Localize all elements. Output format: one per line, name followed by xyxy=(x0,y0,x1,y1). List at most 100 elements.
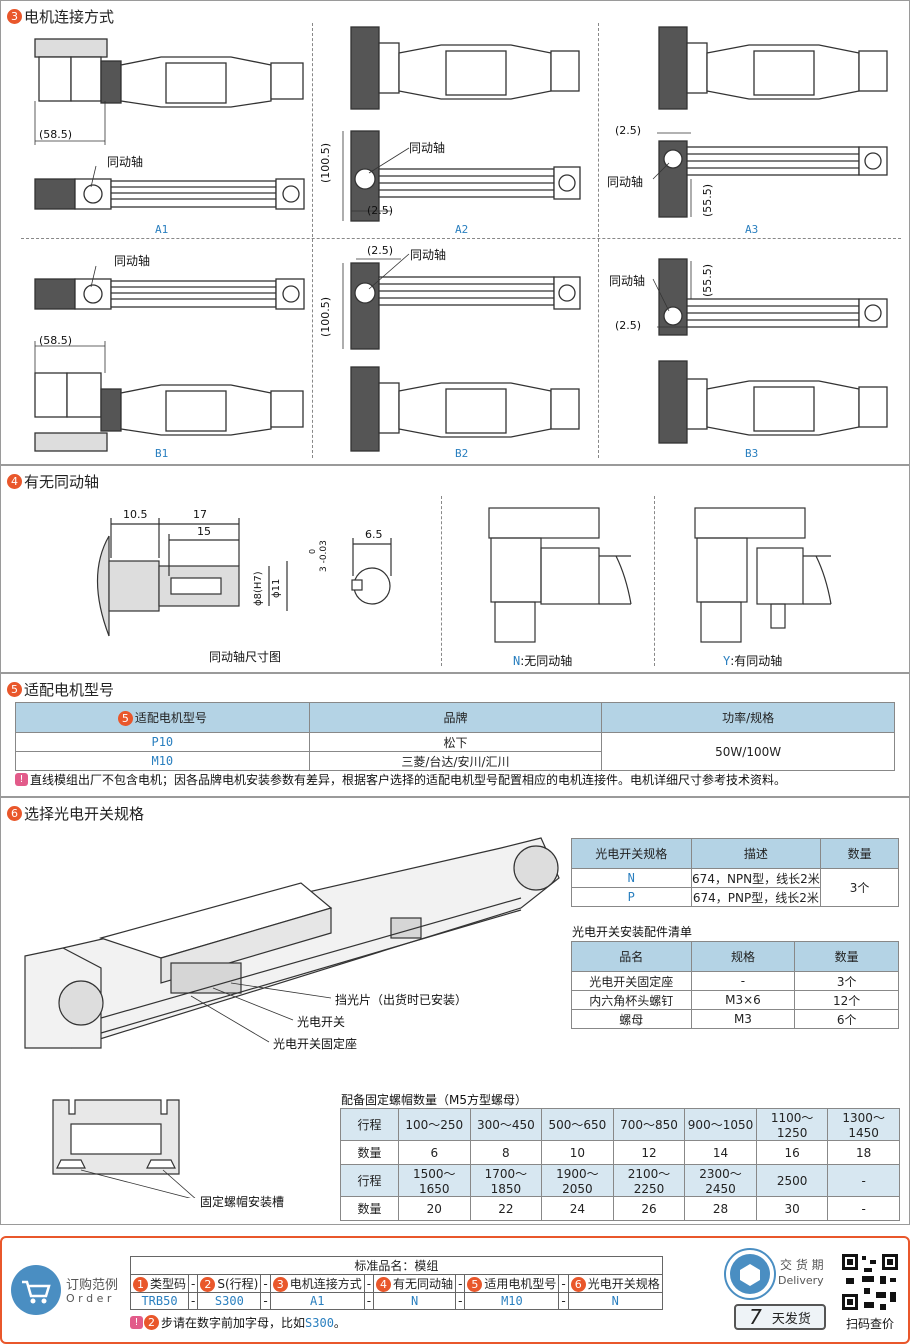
dim-55-5-b3: (55.5) xyxy=(701,263,714,297)
step-number-badge: 3 xyxy=(7,9,22,24)
sync-axis-b2: 同动轴 xyxy=(410,248,447,262)
sync-axis-drawings xyxy=(96,507,832,643)
order-title-cn: 订购范例 xyxy=(66,1278,119,1293)
divider xyxy=(598,23,599,458)
dim-6-5: 6.5 xyxy=(365,528,383,541)
delivery-en: Delivery xyxy=(778,1274,824,1287)
header-desc: 描述 xyxy=(690,838,822,869)
label-b1: B1 xyxy=(155,447,169,460)
section-photo-switch: 6 选择光电开关规格 xyxy=(0,797,910,1225)
step-number-badge: 5 xyxy=(7,682,22,697)
table-row: P10 松下 50W/100W xyxy=(15,732,895,771)
n-option-label: N:无同动轴 xyxy=(513,654,573,668)
divider xyxy=(654,496,655,666)
dim-55-5-a3: (55.5) xyxy=(701,183,714,217)
header-brand: 品牌 xyxy=(308,702,603,733)
delivery-cn: 交 货 期 xyxy=(780,1258,824,1272)
section-motor-connection: 3 电机连接方式 xyxy=(0,0,910,465)
dim-2-5-b3: (2.5) xyxy=(615,319,642,332)
dim-phi11: ϕ11 xyxy=(271,578,282,598)
label-b3: B3 xyxy=(745,447,759,460)
dim-2-5-a3: (2.5) xyxy=(615,124,642,137)
header-spec: 规格 xyxy=(690,941,796,972)
section-title: 6 选择光电开关规格 xyxy=(7,803,144,824)
cart-icon xyxy=(11,1265,61,1315)
section-title-text: 电机连接方式 xyxy=(24,8,115,26)
sync-axis-a3: 同动轴 xyxy=(607,175,644,189)
dim-10-5: 10.5 xyxy=(123,508,148,521)
section-title-text: 适配电机型号 xyxy=(24,681,115,699)
motor-connection-drawings xyxy=(34,26,888,452)
divider xyxy=(441,496,442,666)
order-value-row: TRB50 - S300 - A1 - N - M10 - N xyxy=(129,1292,663,1310)
delivery-box-icon xyxy=(724,1248,776,1300)
switch-spec-table: 光电开关规格 描述 数量 N 674，NPN型，线长2米 3个 P 674，PN… xyxy=(571,838,899,907)
y-option-label: Y:有同动轴 xyxy=(723,654,783,668)
dim-2-5-b2: (2.5) xyxy=(367,244,394,257)
spec-qty: 3个 xyxy=(820,868,899,907)
header-spec: 光电开关规格 xyxy=(571,838,692,869)
delivery-days: 7 xyxy=(749,1305,762,1329)
step-number-badge: 6 xyxy=(7,806,22,821)
dim-100-5-a2: (100.5) xyxy=(319,142,332,183)
dim-tolerance: 3 -0.03 xyxy=(319,540,329,572)
dim-tol0: 0 xyxy=(308,548,317,554)
dim-58-5-b1: (58.5) xyxy=(39,334,73,347)
table-row: 光电开关固定座-3个 xyxy=(571,971,899,991)
spec-code: N xyxy=(571,868,692,888)
model-cell: P10 xyxy=(15,732,310,752)
order-title-en: O r d e r xyxy=(66,1292,112,1305)
brand-cell: 松下 xyxy=(308,732,603,752)
section-title-text: 有无同动轴 xyxy=(24,473,100,491)
delivery-badge: 7 天发货 xyxy=(734,1304,826,1330)
callout-switch-holder: 光电开关固定座 xyxy=(273,1037,358,1051)
table-row: 行程 1500～1650 1700～1850 1900～2050 2100～22… xyxy=(340,1164,900,1197)
module-drawing xyxy=(24,837,560,1198)
dim-17: 17 xyxy=(193,508,207,521)
label-b2: B2 xyxy=(455,447,469,460)
spec-code: P xyxy=(571,887,692,907)
dim-15: 15 xyxy=(197,525,211,538)
info-icon: ! xyxy=(15,773,28,786)
header-qty: 数量 xyxy=(794,941,899,972)
divider xyxy=(21,238,901,239)
dim-phi8: ϕ8(H7) xyxy=(253,571,264,606)
motor-note: ! 直线模组出厂不包含电机；因各品牌电机安装参数有差异，根据客户选择的适配电机型… xyxy=(15,771,786,788)
label-a3: A3 xyxy=(745,223,759,236)
section-title: 4 有无同动轴 xyxy=(7,471,99,492)
section-title: 5 适配电机型号 xyxy=(7,679,114,700)
parts-title: 光电开关安装配件清单 xyxy=(572,925,693,939)
table-row: N 674，NPN型，线长2米 3个 xyxy=(571,868,899,907)
sync-axis-b3: 同动轴 xyxy=(609,274,646,288)
table-row: 行程 100～250 300～450 500～650 700～850 900～1… xyxy=(340,1108,900,1141)
delivery-days-label: 天发货 xyxy=(771,1311,811,1327)
section-title: 3 电机连接方式 xyxy=(7,6,114,27)
qr-code-icon xyxy=(840,1252,900,1312)
sync-axis-caption: 同动轴尺寸图 xyxy=(209,650,282,664)
callout-photo-switch: 光电开关 xyxy=(297,1015,346,1029)
table-row: P 674，PNP型，线长2米 xyxy=(571,887,899,907)
header-qty: 数量 xyxy=(820,838,899,869)
sync-axis-a2: 同动轴 xyxy=(409,141,446,155)
brand-cell: 三菱/台达/安川/汇川 xyxy=(308,751,603,771)
qr-label: 扫码查价 xyxy=(846,1317,895,1331)
info-icon: ! xyxy=(130,1316,143,1329)
label-a1: A1 xyxy=(155,223,169,236)
product-name: 标准品名：模组 xyxy=(130,1256,663,1275)
callout-light-blocker: 挡光片（出货时已安装） xyxy=(335,993,468,1007)
slot-label: 固定螺帽安装槽 xyxy=(200,1195,285,1209)
nut-table-title: 配备固定螺帽数量（M5方型螺母） xyxy=(341,1093,527,1107)
nut-quantity-table: 行程 100～250 300～450 500～650 700～850 900～1… xyxy=(340,1108,900,1221)
dim-100-5-b2: (100.5) xyxy=(319,296,332,337)
